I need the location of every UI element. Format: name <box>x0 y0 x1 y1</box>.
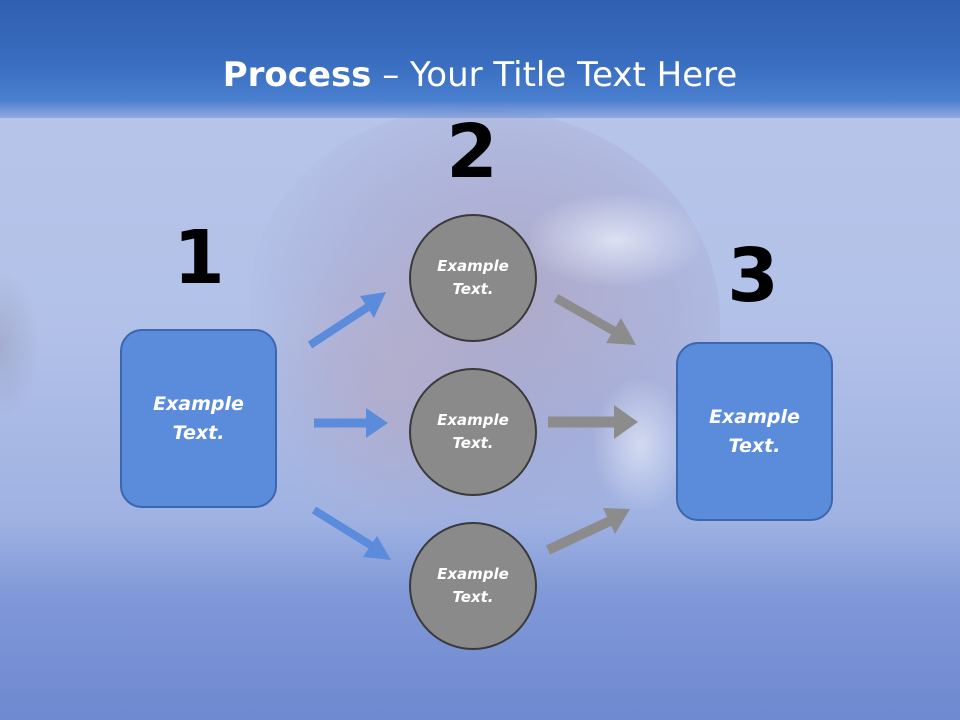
title-rest: – Your Title Text Here <box>371 55 738 95</box>
blue-arrow-up-head <box>360 292 386 318</box>
background-photo-highlight <box>595 380 685 510</box>
step-number-1: 1 <box>173 215 225 301</box>
gray-arrow-middle-head <box>614 405 638 439</box>
blue-arrow-down-shaft <box>311 506 375 550</box>
circle-top-line-1: Example <box>437 257 509 275</box>
circle-middle-line-2: Text. <box>452 434 494 452</box>
gray-arrow-middle <box>548 405 638 439</box>
step-3-line-1: Example <box>709 405 800 428</box>
gray-arrow-down <box>553 294 636 345</box>
gray-arrow-down-shaft <box>553 294 617 335</box>
step-1-line-2: Text. <box>172 421 225 444</box>
title-bold: Process <box>222 55 372 95</box>
gray-arrow-down-head <box>606 318 636 345</box>
circle-top-line-2: Text. <box>452 280 494 298</box>
background-photo-highlight <box>530 195 700 285</box>
blue-arrow-middle <box>314 408 388 438</box>
step-number-2: 2 <box>446 109 498 195</box>
blue-arrow-up-shaft <box>307 303 371 349</box>
gray-arrow-up-head <box>603 508 630 534</box>
title-bar <box>0 0 960 118</box>
circle-middle-line-1: Example <box>437 411 509 429</box>
blue-arrow-middle-head <box>366 408 388 438</box>
gray-arrow-up-shaft <box>545 516 613 555</box>
blue-arrow-down <box>311 506 391 560</box>
gray-arrow-up <box>545 508 630 555</box>
circle-bottom-line-1: Example <box>437 565 509 583</box>
background-photo-shadow <box>0 270 40 420</box>
circle-bottom-line-2: Text. <box>452 588 494 606</box>
step-1-line-1: Example <box>153 392 244 415</box>
blue-arrow-up <box>307 292 386 349</box>
slide-title: Process – Your Title Text Here <box>0 54 960 96</box>
step-3-line-2: Text. <box>728 434 781 457</box>
step-number-3: 3 <box>727 233 779 319</box>
blue-arrow-down-head <box>363 536 391 560</box>
